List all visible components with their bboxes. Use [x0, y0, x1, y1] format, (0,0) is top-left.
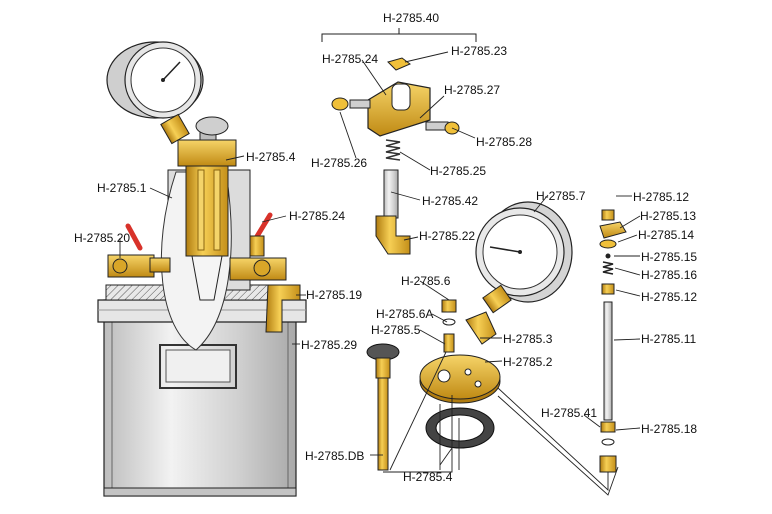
- label-h27856a: H-2785.6A: [376, 307, 434, 321]
- valve-stem-stack: [599, 209, 627, 473]
- lid-fittings: [441, 299, 457, 353]
- right-ball-valve: [229, 212, 287, 281]
- label-h278525: H-2785.25: [430, 164, 487, 178]
- label-h2785db: H-2785.DB: [305, 449, 365, 463]
- label-h278519: H-2785.19: [306, 288, 363, 302]
- label-h278522: H-2785.22: [419, 229, 476, 243]
- label-h278540: H-2785.40: [383, 11, 440, 25]
- label-h27854-bottom: H-2785.4: [403, 470, 453, 484]
- label-h278513: H-2785.13: [640, 209, 697, 223]
- dip-tube: [366, 343, 400, 471]
- label-h27852: H-2785.2: [503, 355, 553, 369]
- label-h278512-mid: H-2785.12: [641, 290, 698, 304]
- label-h278524-left: H-2785.24: [289, 209, 346, 223]
- right-pressure-gauge: [475, 201, 573, 314]
- label-h278516: H-2785.16: [641, 268, 698, 282]
- label-h278520: H-2785.20: [74, 231, 131, 245]
- label-h27854: H-2785.4: [246, 150, 296, 164]
- leader-lines: [119, 51, 641, 496]
- label-h278524-top: H-2785.24: [322, 52, 379, 66]
- label-h278526: H-2785.26: [311, 156, 368, 170]
- lid-gasket: [425, 407, 495, 449]
- label-h278514: H-2785.14: [638, 228, 695, 242]
- label-h278541: H-2785.41: [541, 406, 598, 420]
- label-h27856: H-2785.6: [401, 274, 451, 288]
- label-h27851: H-2785.1: [97, 181, 147, 195]
- label-h278515: H-2785.15: [641, 250, 698, 264]
- label-h278528: H-2785.28: [476, 135, 533, 149]
- elbow-fitting: [465, 311, 497, 345]
- left-ball-valve: [107, 223, 171, 278]
- hose-fitting: [265, 284, 301, 333]
- center-regulator: [177, 116, 237, 301]
- label-h278523: H-2785.23: [451, 44, 508, 58]
- label-h27857: H-2785.7: [536, 189, 586, 203]
- regulator-bracket-group: [321, 28, 477, 255]
- left-pressure-gauge: [106, 41, 204, 145]
- label-h27853: H-2785.3: [503, 332, 553, 346]
- label-h278527: H-2785.27: [444, 83, 501, 97]
- label-h27855: H-2785.5: [371, 323, 421, 337]
- label-h278518: H-2785.18: [641, 422, 698, 436]
- label-h278529: H-2785.29: [301, 338, 358, 352]
- label-h278512-top: H-2785.12: [633, 190, 690, 204]
- tank-lid-disc: [419, 354, 501, 404]
- label-h278542: H-2785.42: [422, 194, 479, 208]
- label-h278511: H-2785.11: [641, 332, 697, 346]
